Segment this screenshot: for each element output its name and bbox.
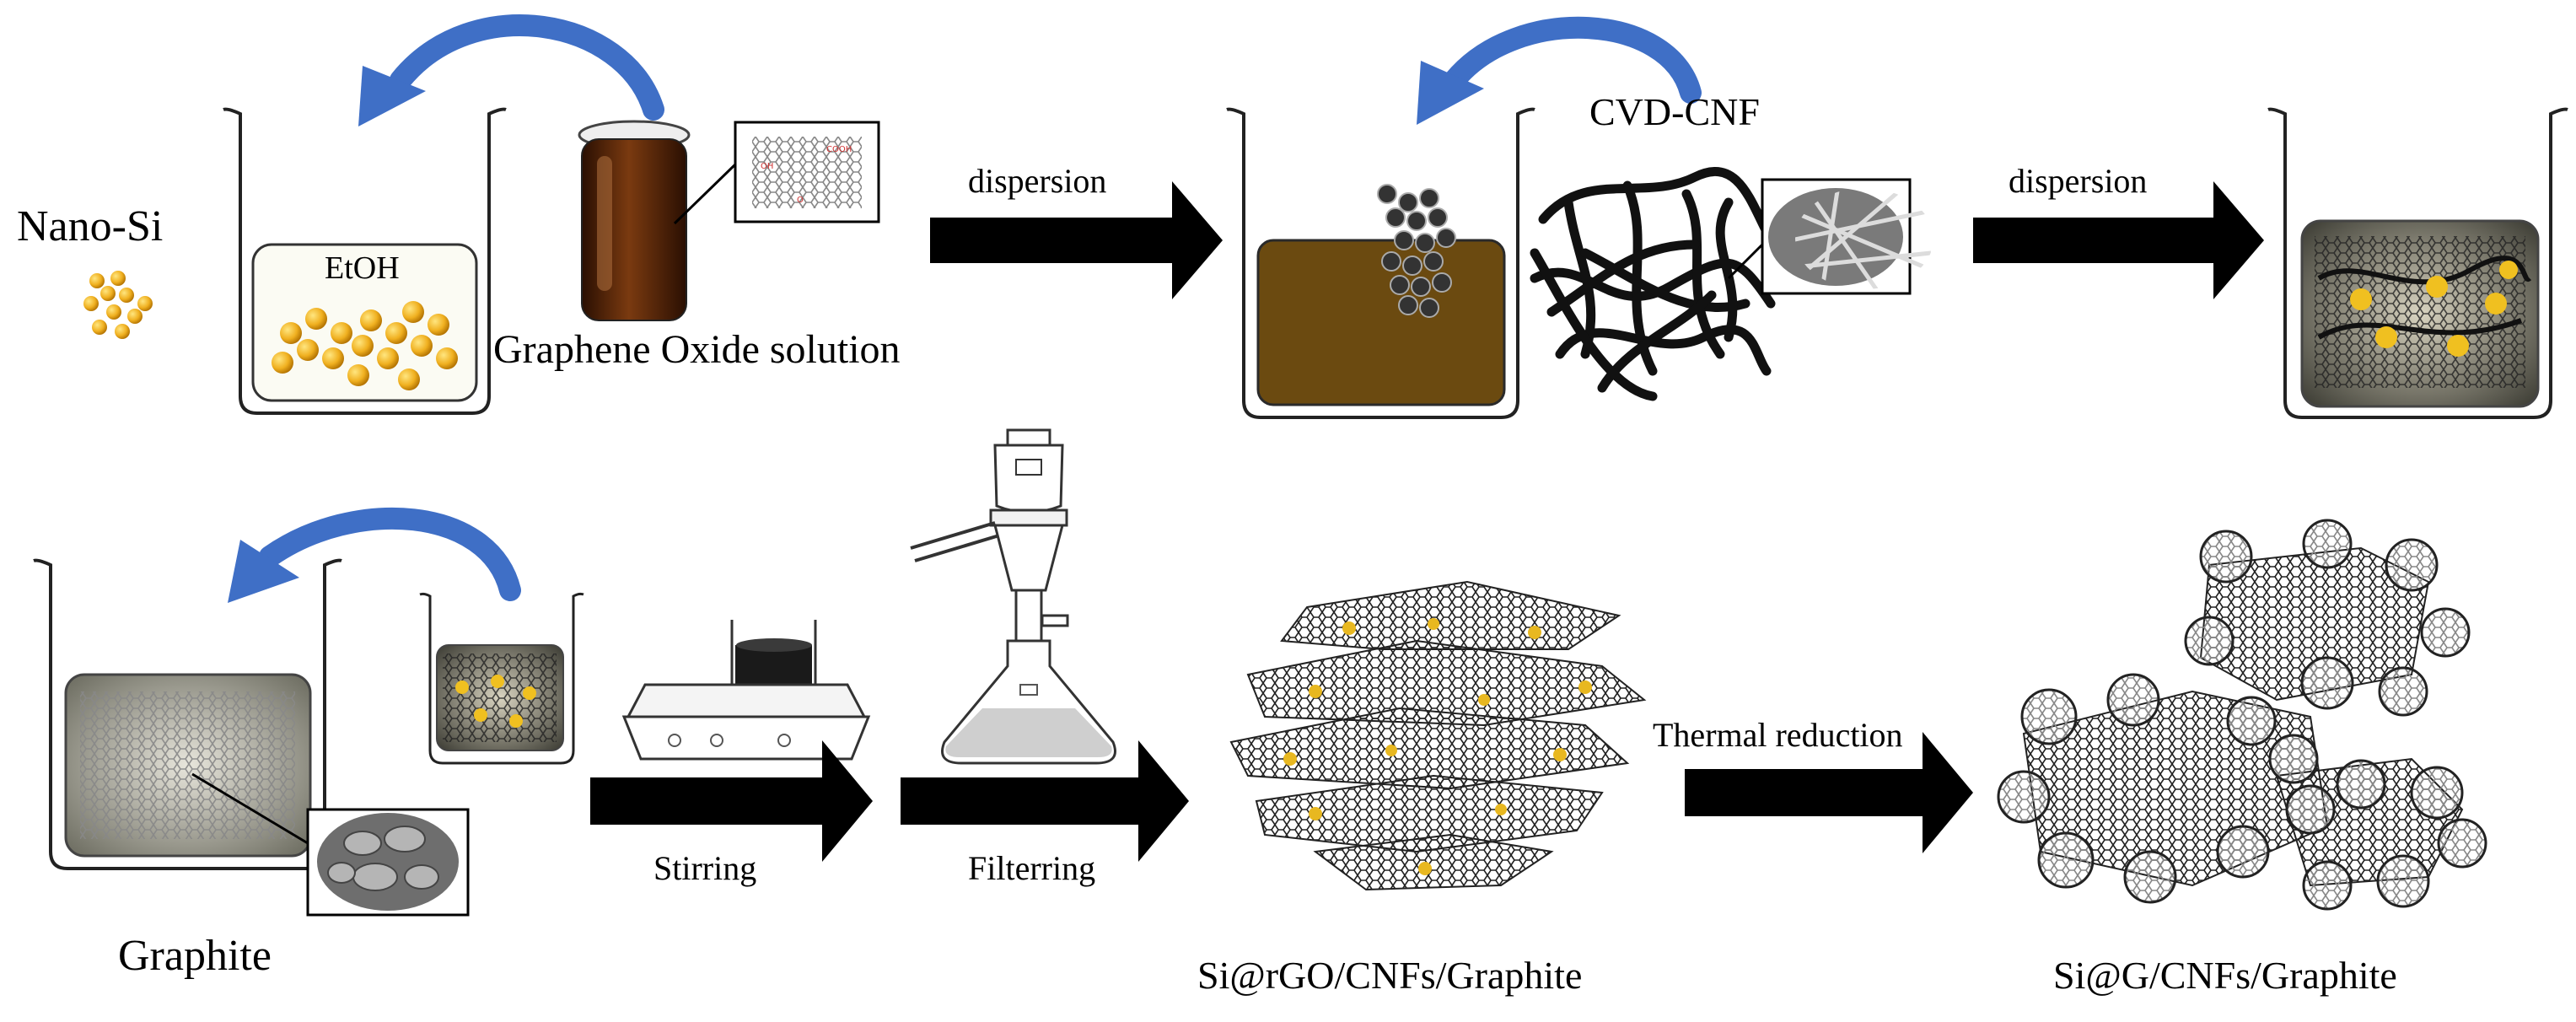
svg-text:COOH: COOH [826,145,852,154]
beaker-composite [2267,107,2568,419]
process-arrow-thermal-reduction-icon [1685,732,1973,853]
magnetic-stirrer [621,620,871,761]
graphene-oxide-label: Graphene Oxide solution [493,327,901,372]
dispersed-si-particles [1377,184,1456,318]
etoh-si-particles [272,301,458,390]
svg-text:OH: OH [761,162,773,171]
etoh-label: EtOH [325,250,400,286]
final-product-image [1997,519,2487,911]
go-structure-inset: OH COOH O [734,121,880,223]
beaker-graphite [33,558,342,870]
process-arrow-stirring-icon [590,740,873,862]
dispersion-label-1: dispersion [968,162,1106,200]
final-product-label: Si@G/CNFs/Graphite [2053,954,2397,997]
process-arrow-filtering-icon [901,740,1189,862]
thermal-reduction-label: Thermal reduction [1653,716,1903,754]
dispersion-label-2: dispersion [2009,162,2147,200]
nano-si-particles [83,271,153,339]
filtering-label: Filterring [968,849,1095,887]
graphene-oxide-jar [578,120,737,321]
cnf-fibers [1530,167,1784,401]
intermediate-product-label: Si@rGO/CNFs/Graphite [1197,954,1582,997]
beaker-etoh: EtOH [223,107,507,415]
filtration-apparatus [910,428,1116,765]
graphite-sem-inset [306,808,470,917]
cvd-cnf-label: CVD-CNF [1589,90,1760,133]
process-arrow-dispersion-2-icon [1973,181,2264,299]
small-beaker-composite [419,592,584,765]
process-arrow-dispersion-1-icon [930,181,1223,299]
transfer-arrow-1-icon [358,14,664,126]
transfer-arrow-3-icon [228,508,521,603]
nano-si-label: Nano-Si [17,202,163,250]
stirring-label: Stirring [653,849,756,887]
intermediate-product-image [1229,580,1647,891]
graphite-label: Graphite [118,932,272,980]
cnf-sem-inset [1761,178,1932,295]
svg-text:O: O [797,196,804,205]
beaker-dispersion [1226,107,1535,419]
transfer-arrow-2-icon [1417,16,1702,125]
